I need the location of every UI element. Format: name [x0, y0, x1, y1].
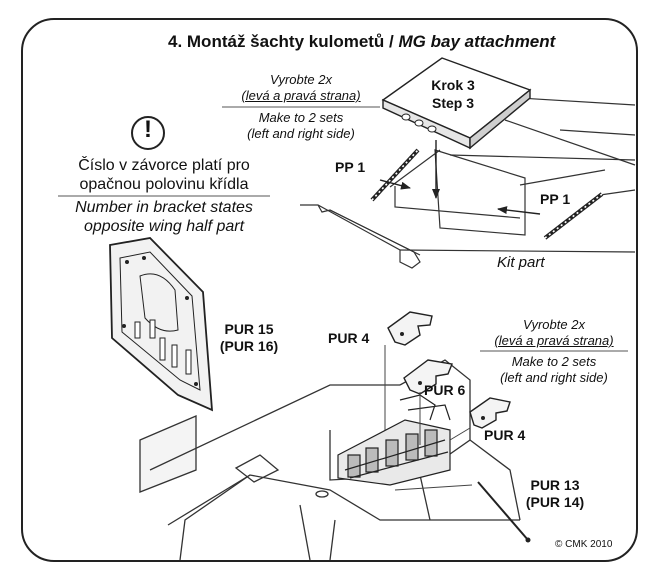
step-step-label: Step 3 [431, 95, 474, 111]
pur14-label: (PUR 14) [525, 494, 585, 510]
pur4-bottom-label: PUR 4 [484, 427, 526, 443]
pur4-top-part [387, 311, 433, 346]
warning-en-1: Number in bracket states [75, 199, 253, 216]
pur6-label: PUR 6 [424, 382, 466, 398]
step-krok-label: Krok 3 [431, 77, 475, 93]
warning-circle [131, 116, 165, 150]
pur16-label: (PUR 16) [219, 338, 279, 354]
pur13-label: PUR 13 [530, 477, 580, 493]
pur15-panel [109, 237, 214, 412]
mid-note-en-1: Make to 2 sets [511, 354, 597, 369]
warning-cz-1: Číslo v závorce platí pro [78, 157, 250, 174]
pur13-leader [394, 484, 473, 491]
pur13-part [477, 481, 529, 541]
pur4-top-label: PUR 4 [328, 330, 370, 346]
pur4-bottom-part [469, 397, 511, 429]
kit-part-wing-panel [300, 94, 636, 269]
warning-cz-2: opačnou polovinu křídla [79, 176, 249, 193]
pur4-bottom-leader [449, 427, 471, 441]
pp1-right-part [543, 192, 604, 240]
outer-frame [21, 18, 638, 562]
pp1-left-arrow [379, 179, 411, 190]
step3-box [381, 57, 532, 150]
page-title: 4. Montáž šachty kulometů / MG bay attac… [168, 33, 555, 50]
mid-note-cz-1: Vyrobte 2x [523, 317, 585, 332]
pur6-part [403, 359, 453, 395]
pur15-label: PUR 15 [224, 321, 274, 337]
warning-icon: ! [144, 116, 152, 143]
title-main: 4. Montáž šachty kulometů / [168, 32, 399, 51]
warning-en-2: opposite wing half part [83, 218, 245, 235]
mid-note-cz-2: (levá a pravá strana) [494, 333, 614, 348]
lower-wing [139, 359, 521, 561]
top-note-en-1: Make to 2 sets [258, 110, 344, 125]
kit-part-label: Kit part [497, 254, 545, 271]
title-sub: MG bay attachment [398, 32, 556, 51]
pp1-right-arrow [497, 206, 541, 215]
copyright: © CMK 2010 [555, 539, 613, 550]
top-note-cz-2: (levá a pravá strana) [241, 88, 361, 103]
pp1-right-label: PP 1 [540, 191, 571, 207]
pp1-left-label: PP 1 [335, 159, 366, 175]
top-note-cz-1: Vyrobte 2x [270, 72, 332, 87]
gun-bay [337, 394, 451, 486]
pp1-left-part [370, 148, 420, 202]
top-note-en-2: (left and right side) [247, 126, 355, 141]
mid-note-en-2: (left and right side) [500, 370, 608, 385]
